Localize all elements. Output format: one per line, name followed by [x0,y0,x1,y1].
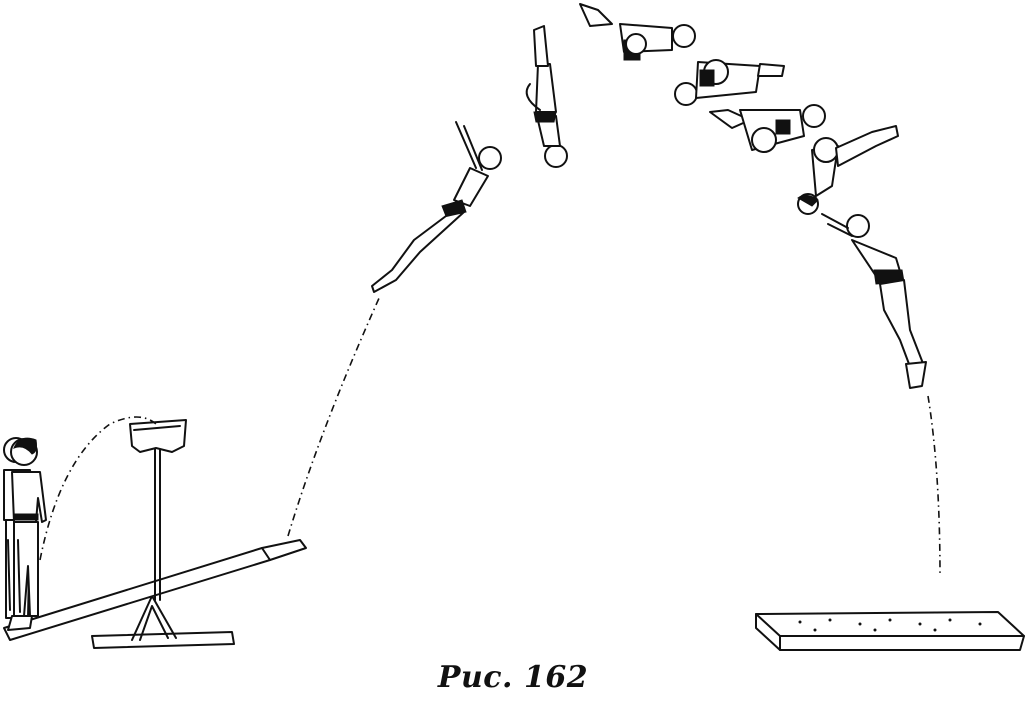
figure-caption: Рис. 162 [437,660,589,695]
trajectory-takeoff [287,295,381,537]
trajectory-landing [927,395,941,577]
gymnast-rotation-3 [674,59,785,106]
trajectory-mount [39,416,157,561]
gymnast-rotation-1 [525,25,568,168]
gymnast-standing-front [7,437,47,631]
gymnast-rotation-4 [709,104,826,153]
gymnast-takeoff-stretched [371,121,502,293]
gymnast-landing [821,213,927,389]
gymnast-rotation-2 [579,3,696,61]
gymnast-opening [797,125,899,215]
landing-mat [755,611,1025,651]
vaulting-stand [129,419,187,601]
